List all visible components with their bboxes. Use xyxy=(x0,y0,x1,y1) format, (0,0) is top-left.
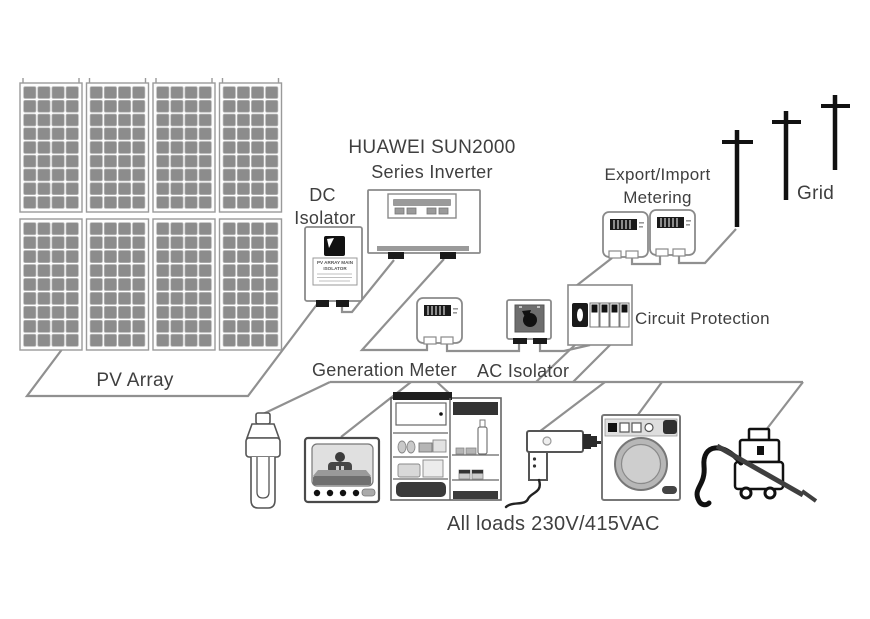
mcb-breakers xyxy=(589,302,630,328)
drill-icon xyxy=(504,430,614,509)
wire-inverter-to-generation-meter xyxy=(359,258,445,352)
wire-bus-to-drill xyxy=(538,381,606,433)
wire-cp-to-bus-b xyxy=(572,342,613,383)
wire-generation-meter-to-ac-isolator xyxy=(445,342,521,353)
label-inverter-line1: HUAWEI SUN2000 xyxy=(348,137,516,158)
cfl-lamp-icon xyxy=(245,412,281,509)
label-ac-isolator: AC Isolator xyxy=(477,361,570,381)
label-grid: Grid xyxy=(797,183,835,204)
pv-array-icon xyxy=(19,78,283,351)
wire-cp-to-bus-a xyxy=(535,342,578,383)
export-import-meters-icon xyxy=(602,209,696,259)
label-dc-isolator-line2: Isolator xyxy=(294,208,356,228)
utility-pole-icon xyxy=(772,111,801,200)
sticker-line2: ISOLATOR xyxy=(323,265,347,271)
circuit-protection-icon xyxy=(567,284,633,346)
label-all-loads: All loads 230V/415VAC xyxy=(447,513,660,535)
dc-isolator-icon xyxy=(304,226,363,307)
wire-meter1-to-meter2 xyxy=(630,255,662,266)
label-inverter-line2: Series Inverter xyxy=(371,162,493,182)
wire-pv-to-dc-isolator xyxy=(24,302,319,398)
label-pv-array: PV Array xyxy=(96,370,174,391)
refrigerator-icon xyxy=(390,392,502,501)
grid-poles-icon xyxy=(722,95,850,227)
inverter-icon xyxy=(367,189,481,259)
label-generation-meter: Generation Meter xyxy=(312,360,457,380)
generation-meter-icon xyxy=(416,297,463,345)
dc-isolator-sticker xyxy=(312,257,358,286)
utility-pole-icon xyxy=(821,95,850,170)
label-dc-isolator-line1: DC xyxy=(309,185,336,205)
washing-machine-icon xyxy=(601,414,681,501)
dc-isolator-sticker-text: PV ARRAY MAIN ISOLATOR xyxy=(313,260,357,271)
vacuum-cleaner-icon xyxy=(694,427,818,508)
wire-meter2-to-grid xyxy=(677,228,737,265)
label-export-import-line2: Metering xyxy=(623,188,692,207)
export-meter-1 xyxy=(602,211,649,259)
tv-icon xyxy=(303,436,381,504)
wire-dc-isolator-to-inverter xyxy=(340,259,395,314)
ac-isolator-icon xyxy=(506,299,552,344)
wire-bus-to-vacuum xyxy=(765,381,804,431)
sticker-line1: PV ARRAY MAIN xyxy=(316,260,354,265)
label-export-import-line1: Export/Import xyxy=(604,165,711,184)
label-circuit-protection: Circuit Protection xyxy=(635,309,770,328)
export-meter-2 xyxy=(649,209,696,257)
wire-bus-to-lamp xyxy=(262,381,331,415)
wire-bus-to-washer xyxy=(636,381,663,417)
utility-pole-icon xyxy=(722,130,753,227)
wire-circuit-protection-to-meter1 xyxy=(575,257,613,287)
wire-bus-to-tv xyxy=(340,381,412,438)
wire-ac-isolator-to-circuit-protection xyxy=(538,342,591,353)
